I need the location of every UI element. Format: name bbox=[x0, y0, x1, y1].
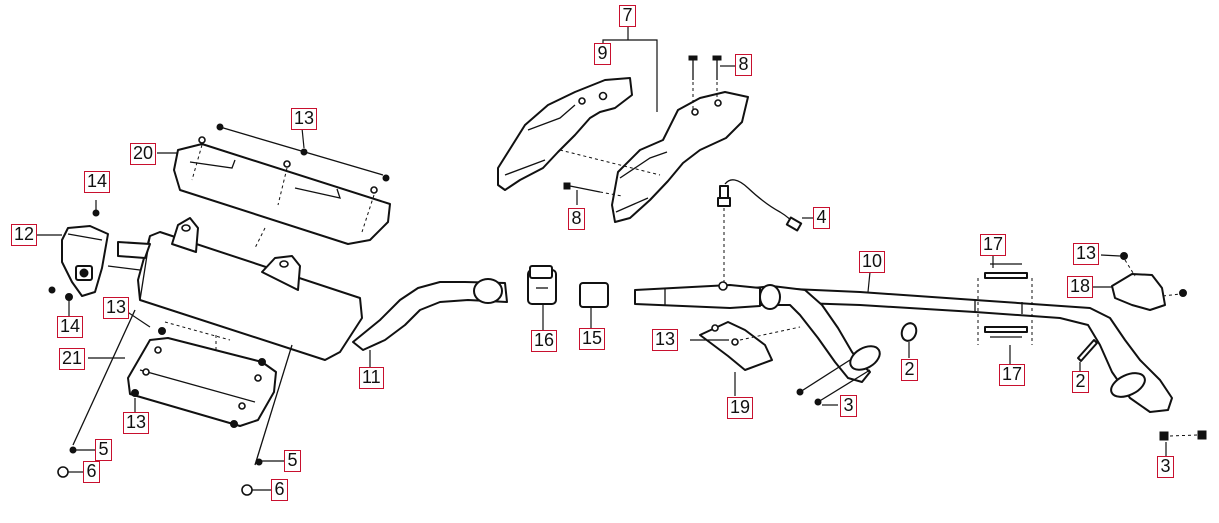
callout-16: 16 bbox=[531, 330, 558, 352]
callout-13: 13 bbox=[123, 412, 150, 434]
muffler-end-cap bbox=[37, 225, 109, 297]
callout-8: 8 bbox=[735, 54, 752, 76]
callout-5: 5 bbox=[284, 450, 301, 472]
callout-11: 11 bbox=[359, 367, 384, 389]
callout-13: 13 bbox=[652, 329, 679, 351]
callout-20: 20 bbox=[130, 143, 157, 165]
callout-15: 15 bbox=[579, 328, 606, 350]
callout-21: 21 bbox=[59, 348, 86, 370]
callout-3: 3 bbox=[1157, 456, 1174, 478]
callout-7: 7 bbox=[619, 5, 636, 27]
pipe-clamps bbox=[977, 254, 1033, 365]
exhaust-pipe-assembly bbox=[634, 281, 1173, 413]
muffler-upper-cover bbox=[157, 123, 391, 249]
joint-clamp-and-gasket bbox=[527, 265, 609, 330]
heat-shield-bracket-left bbox=[497, 77, 633, 191]
callout-2: 2 bbox=[1072, 371, 1089, 393]
callout-17: 17 bbox=[999, 364, 1026, 386]
callout-5: 5 bbox=[95, 439, 112, 461]
callout-4: 4 bbox=[813, 207, 830, 229]
callout-2: 2 bbox=[901, 359, 918, 381]
callout-17: 17 bbox=[980, 234, 1007, 256]
callout-12: 12 bbox=[11, 224, 38, 246]
heat-shield-bracket-right bbox=[559, 91, 749, 223]
callout-18: 18 bbox=[1067, 276, 1094, 298]
gaskets bbox=[900, 322, 1098, 372]
callout-10: 10 bbox=[859, 251, 886, 273]
callout-14: 14 bbox=[57, 316, 84, 338]
callout-9: 9 bbox=[594, 43, 611, 65]
rear-heat-shield bbox=[1091, 252, 1187, 311]
callout-14: 14 bbox=[84, 171, 111, 193]
bracket-bolts bbox=[563, 55, 722, 197]
callout-8: 8 bbox=[568, 208, 585, 230]
callout-13: 13 bbox=[1073, 243, 1100, 265]
muffler bbox=[107, 217, 363, 361]
mounting-studs bbox=[57, 309, 293, 496]
link-pipe bbox=[352, 278, 508, 368]
callout-6: 6 bbox=[83, 461, 100, 483]
callout-13: 13 bbox=[103, 297, 130, 319]
rear-nuts bbox=[1159, 430, 1207, 456]
muffler-lower-cover bbox=[88, 306, 277, 428]
pipe-heat-guard bbox=[690, 321, 801, 396]
callout-13: 13 bbox=[291, 108, 318, 130]
oxygen-sensor bbox=[717, 179, 815, 285]
callout-6: 6 bbox=[271, 479, 288, 501]
callout-3: 3 bbox=[840, 395, 857, 417]
end-cap-screws bbox=[48, 200, 100, 316]
callout-19: 19 bbox=[727, 397, 754, 419]
